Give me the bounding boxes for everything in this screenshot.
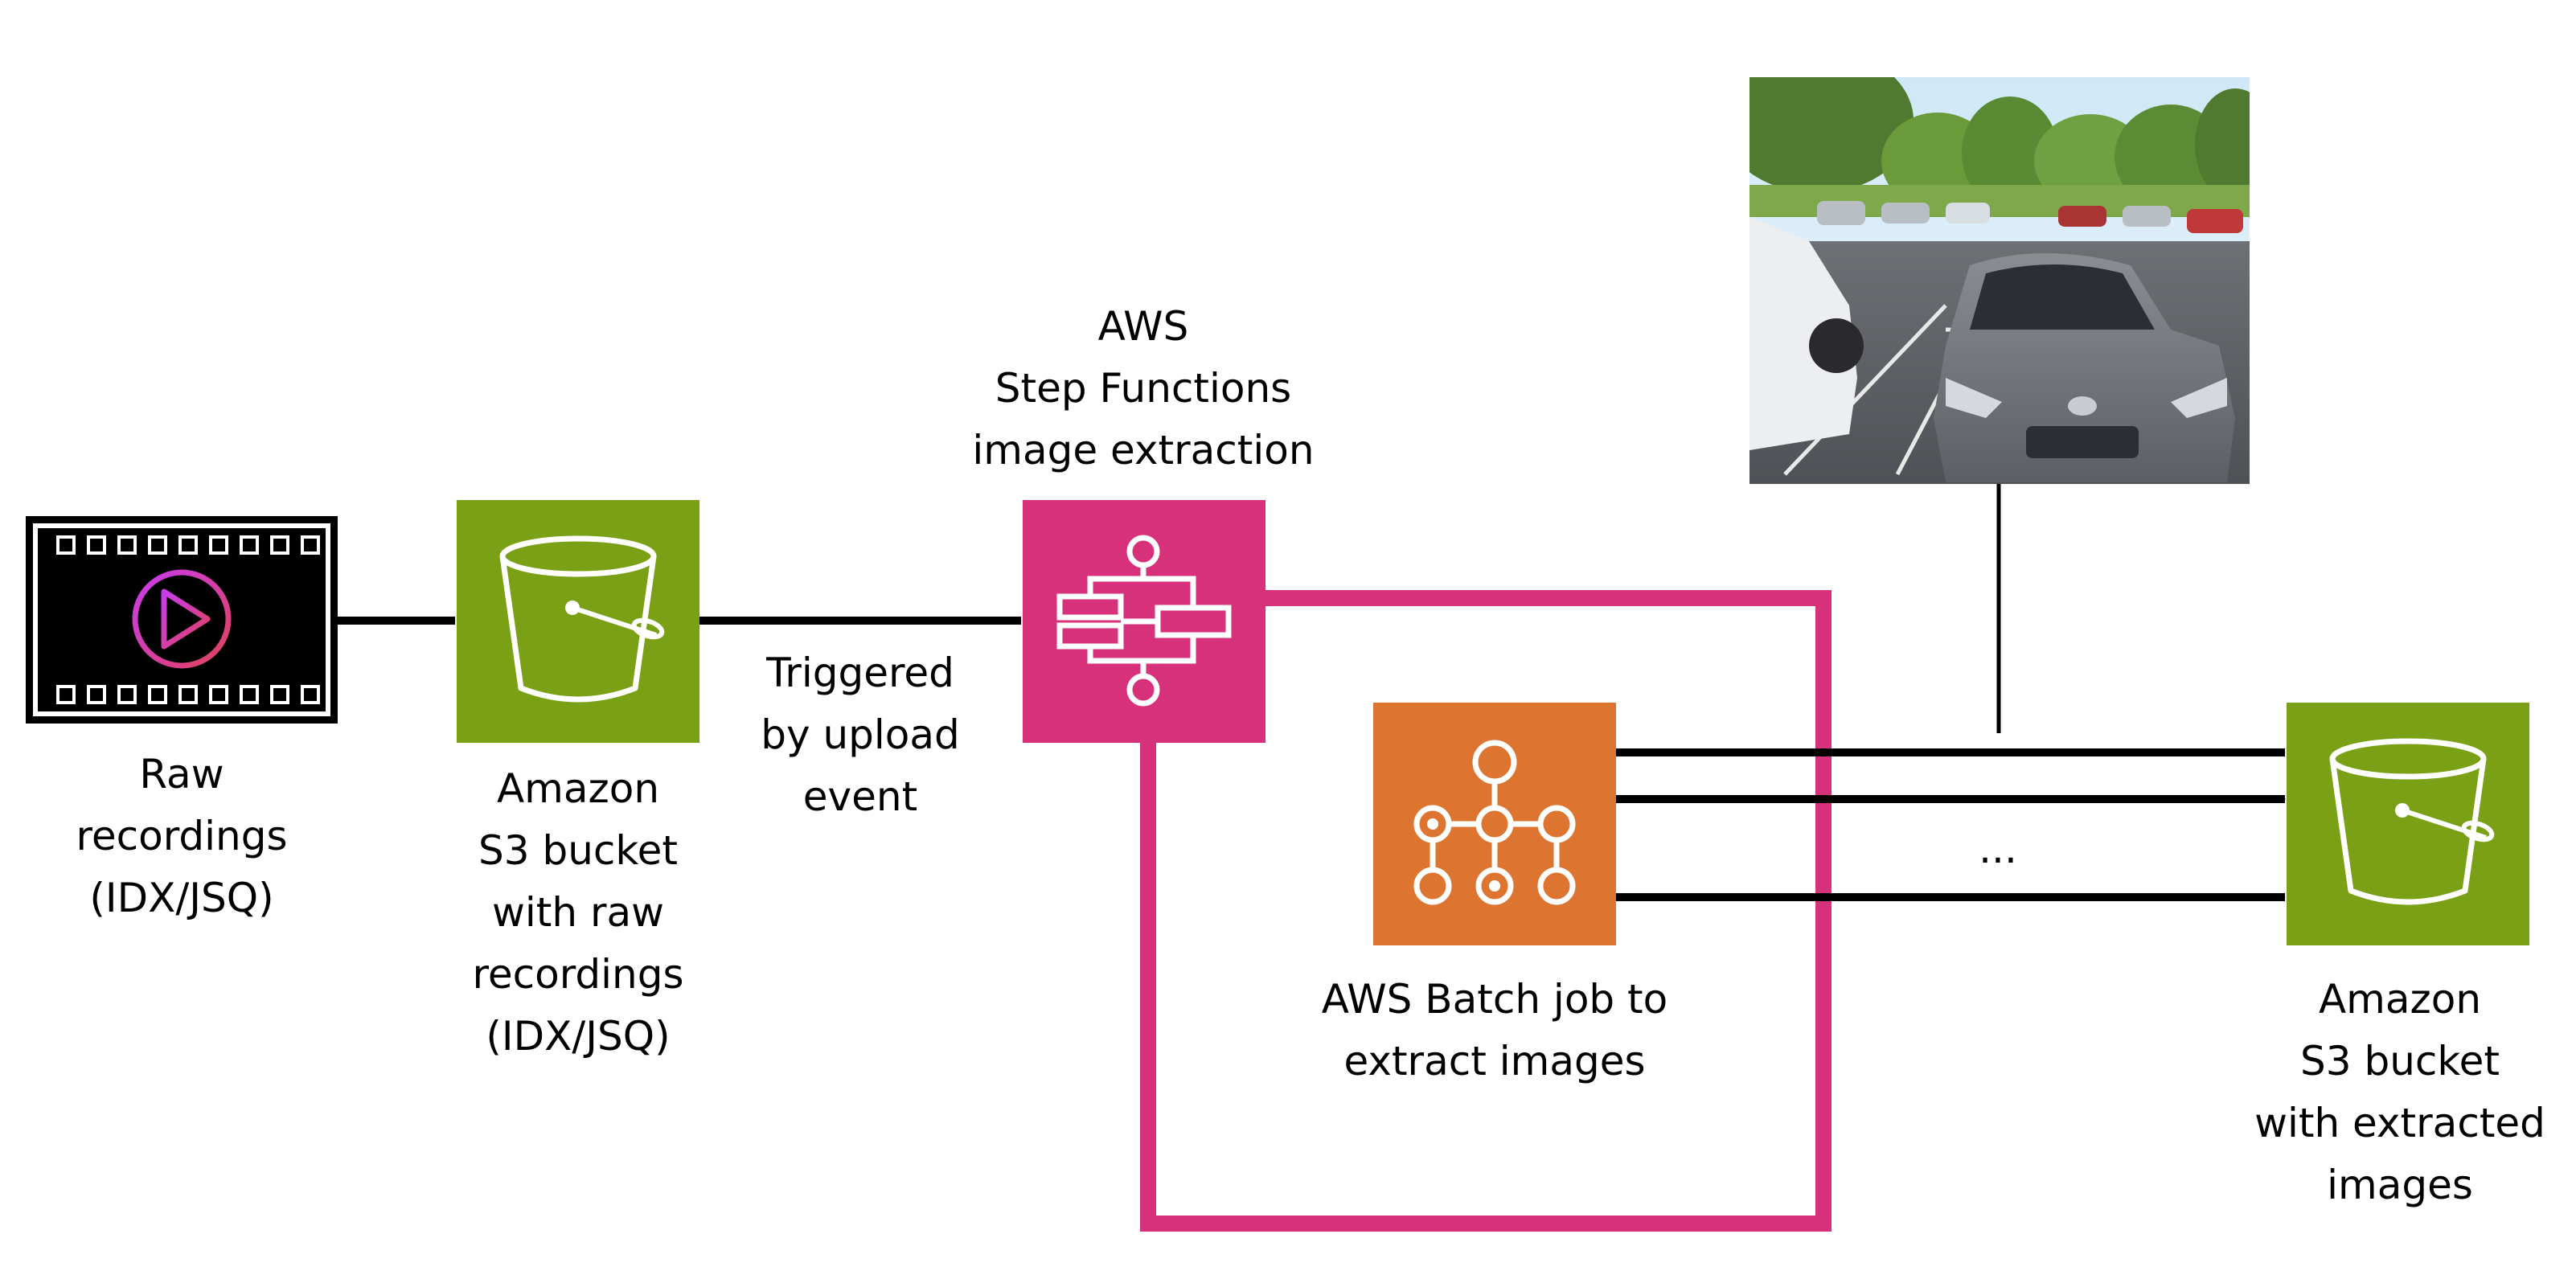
raw-recordings-label: Raw recordings (IDX/JSQ) <box>76 751 288 921</box>
s3-raw-label: Amazon S3 bucket with raw recordings (ID… <box>472 765 684 1060</box>
parking-lot-car-photo <box>1749 77 2250 484</box>
s3-bucket-icon <box>2287 703 2529 945</box>
step-functions-loop-frame <box>1140 590 1832 1232</box>
video-film-strip-icon <box>26 516 338 724</box>
s3-bucket-icon <box>457 500 699 743</box>
s3-extracted-label: Amazon S3 bucket with extracted images <box>2254 976 2545 1208</box>
step-functions-icon <box>1023 500 1265 743</box>
batch-label: AWS Batch job to extract images <box>1321 976 1668 1084</box>
batch-icon <box>1373 703 1616 945</box>
step-functions-label: AWS Step Functions image extraction <box>972 303 1315 474</box>
ellipsis-label: ... <box>1979 826 2017 872</box>
trigger-label: Triggered by upload event <box>761 650 960 820</box>
